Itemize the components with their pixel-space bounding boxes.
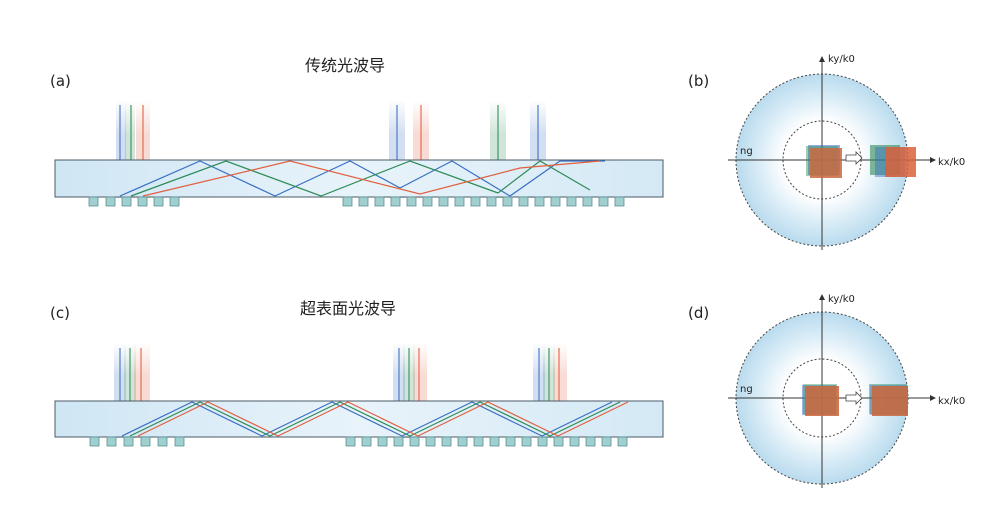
panel-b-inner-square	[810, 148, 842, 178]
panel-d-ky-label: ky/k0	[828, 294, 855, 305]
panel-b-kx-label: kx/k0	[938, 157, 965, 168]
panel-a-grating	[88, 196, 625, 207]
panel-c-title: 超表面光波导	[300, 299, 396, 318]
panel-b-label: (b)	[688, 72, 709, 90]
panel-c-grating	[89, 436, 628, 447]
panel-d-n-label: ng	[740, 384, 753, 395]
panel-b-shift-arrow	[845, 151, 863, 165]
panel-b: (b) ky/k0 kx/k0 ng	[688, 54, 965, 250]
panel-c: (c) 超表面光波导	[50, 299, 664, 447]
panel-a-title: 传统光波导	[305, 56, 385, 75]
panel-d-outer-square	[872, 386, 908, 416]
panel-a-label: (a)	[50, 72, 71, 90]
panel-a-rays	[119, 160, 605, 197]
panel-c-rays	[121, 401, 629, 437]
panel-c-label: (c)	[50, 304, 70, 322]
panel-d-inner-square	[805, 386, 839, 416]
panel-d-label: (d)	[688, 304, 709, 322]
panel-d-kx-label: kx/k0	[938, 396, 965, 407]
panel-d: (d) ky/k0 kx/k0 ng	[688, 294, 965, 488]
panel-b-outer-square	[885, 147, 916, 177]
panel-a: (a) 传统光波导	[50, 56, 664, 207]
panel-b-ky-label: ky/k0	[828, 54, 855, 65]
panel-b-n-label: ng	[740, 146, 753, 157]
panel-d-shift-arrow	[845, 391, 863, 405]
